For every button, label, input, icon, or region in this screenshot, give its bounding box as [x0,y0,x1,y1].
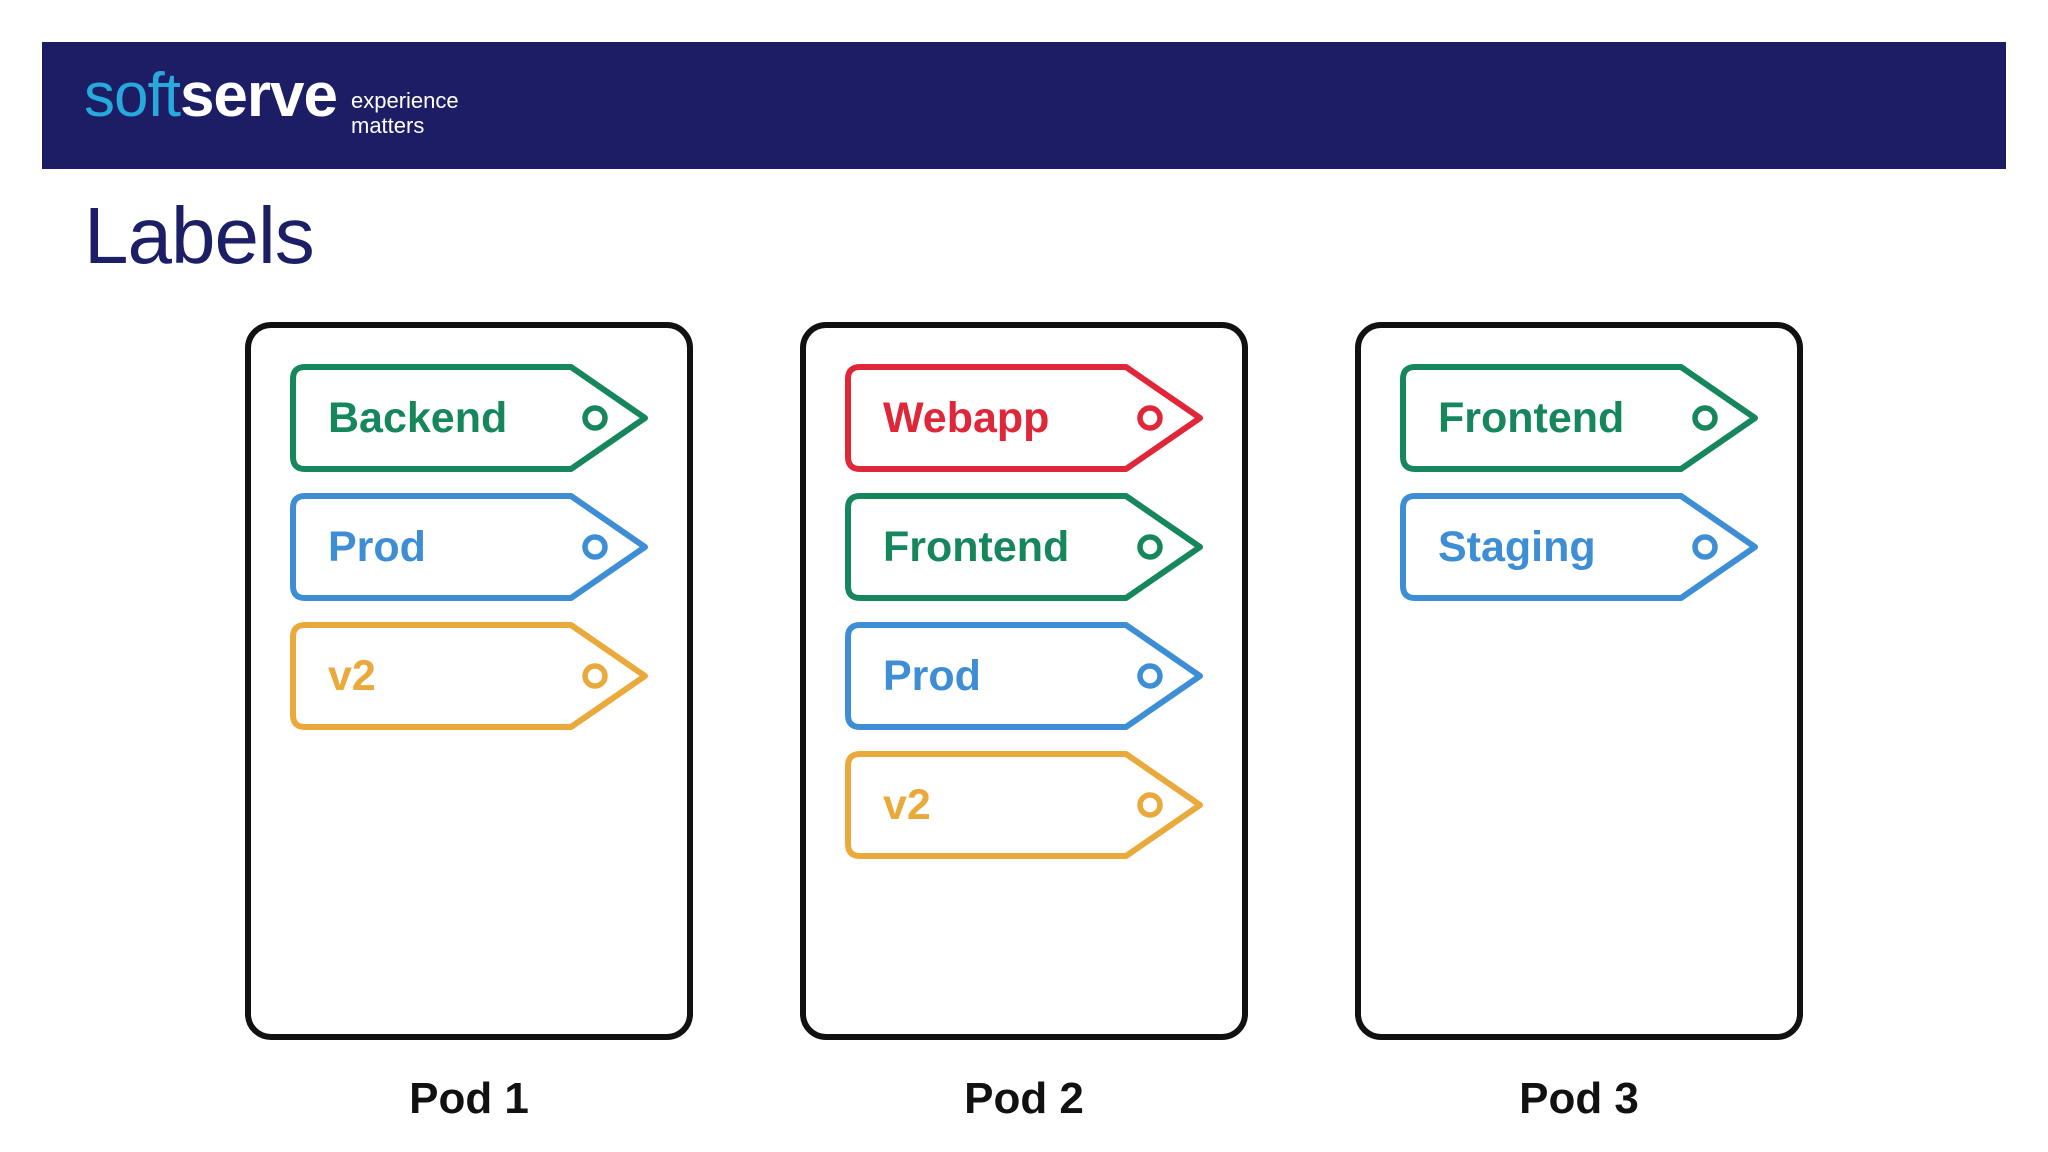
tag-outline-icon [1400,364,1758,472]
tag-hole-icon [1692,405,1718,431]
tag-outline-icon [845,364,1203,472]
tag-outline-icon [290,364,648,472]
tag-outline-icon [845,622,1203,730]
tag-outline-icon [290,493,648,601]
tag-hole-icon [1137,534,1163,560]
brand-header-bar: soft serve experience matters [42,42,2006,169]
label-tag[interactable]: Staging [1400,493,1758,601]
tag-outline-icon [1400,493,1758,601]
pod-caption: Pod 2 [964,1074,1084,1123]
logo-text-serve: serve [179,60,338,130]
softserve-logo: soft serve experience matters [84,60,459,146]
logo-tagline-line2: matters [351,112,425,138]
tag-hole-icon [582,534,608,560]
label-tag[interactable]: Prod [845,622,1203,730]
tag-hole-icon [1137,405,1163,431]
label-tag[interactable]: v2 [845,751,1203,859]
tag-hole-icon [1137,792,1163,818]
label-tag[interactable]: v2 [290,622,648,730]
tag-outline-icon [845,751,1203,859]
label-tag[interactable]: Frontend [1400,364,1758,472]
logo-tagline-line1: experience [351,87,459,113]
tag-hole-icon [582,663,608,689]
label-tag[interactable]: Frontend [845,493,1203,601]
tag-hole-icon [1692,534,1718,560]
tag-hole-icon [1137,663,1163,689]
label-tag[interactable]: Prod [290,493,648,601]
logo-text-soft: soft [84,60,181,130]
logo-tagline: experience matters [351,87,459,138]
tag-outline-icon [845,493,1203,601]
pod-caption: Pod 3 [1519,1074,1639,1123]
tag-hole-icon [582,405,608,431]
tag-outline-icon [290,622,648,730]
page-title: Labels [84,191,315,280]
label-tag[interactable]: Webapp [845,364,1203,472]
label-tag[interactable]: Backend [290,364,648,472]
pod-caption: Pod 1 [409,1074,529,1123]
